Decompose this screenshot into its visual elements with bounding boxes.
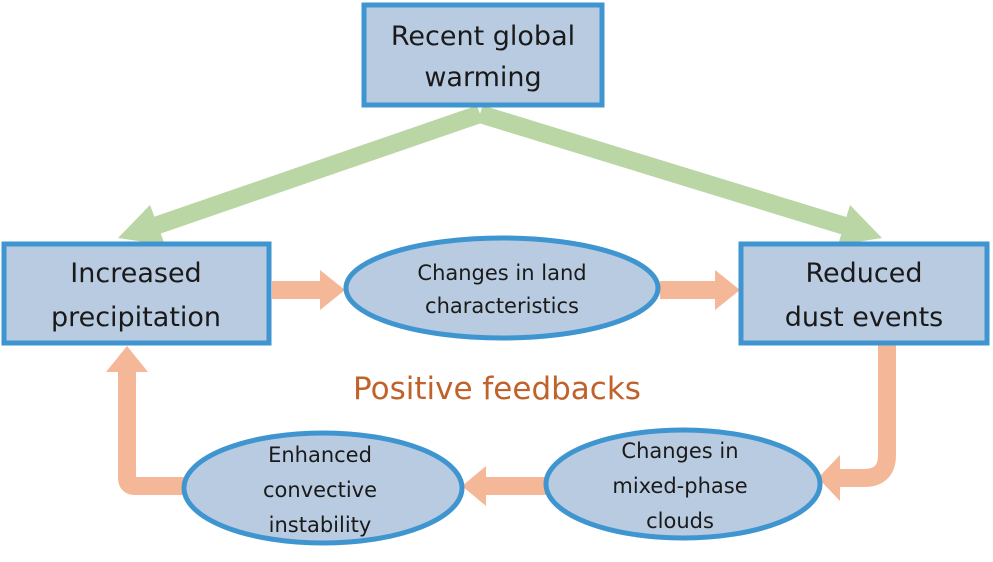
arrow-clouds-to-convective: [462, 466, 548, 506]
arrow-land-to-dust: [660, 270, 740, 310]
svg-text:Enhanced: Enhanced: [268, 443, 372, 467]
arrow-convective-to-precipitation: [106, 346, 185, 495]
node-changes-in-land-characteristics: Changes in land characteristics: [343, 235, 661, 341]
node-recent-global-warming: Recent global warming: [361, 2, 605, 108]
arrow-warming-to-precipitation: [118, 105, 483, 245]
svg-text:clouds: clouds: [646, 509, 714, 533]
positive-feedbacks-label: Positive feedbacks: [353, 371, 641, 407]
node-enhanced-convective-instability: Enhanced convective instability: [181, 430, 465, 546]
svg-text:Increased: Increased: [70, 258, 201, 289]
svg-text:convective: convective: [263, 478, 377, 502]
arrow-precipitation-to-land: [272, 270, 345, 310]
svg-text:characteristics: characteristics: [425, 294, 579, 318]
svg-text:instability: instability: [269, 513, 372, 537]
node-reduced-dust-events: Reduced dust events: [738, 241, 990, 346]
svg-text:Recent global: Recent global: [391, 21, 575, 52]
arrow-warming-to-dust: [477, 105, 882, 245]
node-increased-precipitation: Increased precipitation: [1, 241, 272, 346]
svg-text:mixed-phase: mixed-phase: [612, 474, 747, 498]
svg-text:Changes in land: Changes in land: [417, 261, 586, 285]
svg-text:precipitation: precipitation: [51, 302, 221, 333]
node-changes-in-mixed-phase-clouds: Changes in mixed-phase clouds: [543, 427, 823, 541]
svg-text:warming: warming: [424, 62, 541, 93]
arrow-dust-to-clouds: [818, 345, 896, 501]
svg-text:dust events: dust events: [785, 302, 943, 333]
svg-text:Changes in: Changes in: [621, 439, 738, 463]
svg-text:Reduced: Reduced: [805, 258, 922, 289]
